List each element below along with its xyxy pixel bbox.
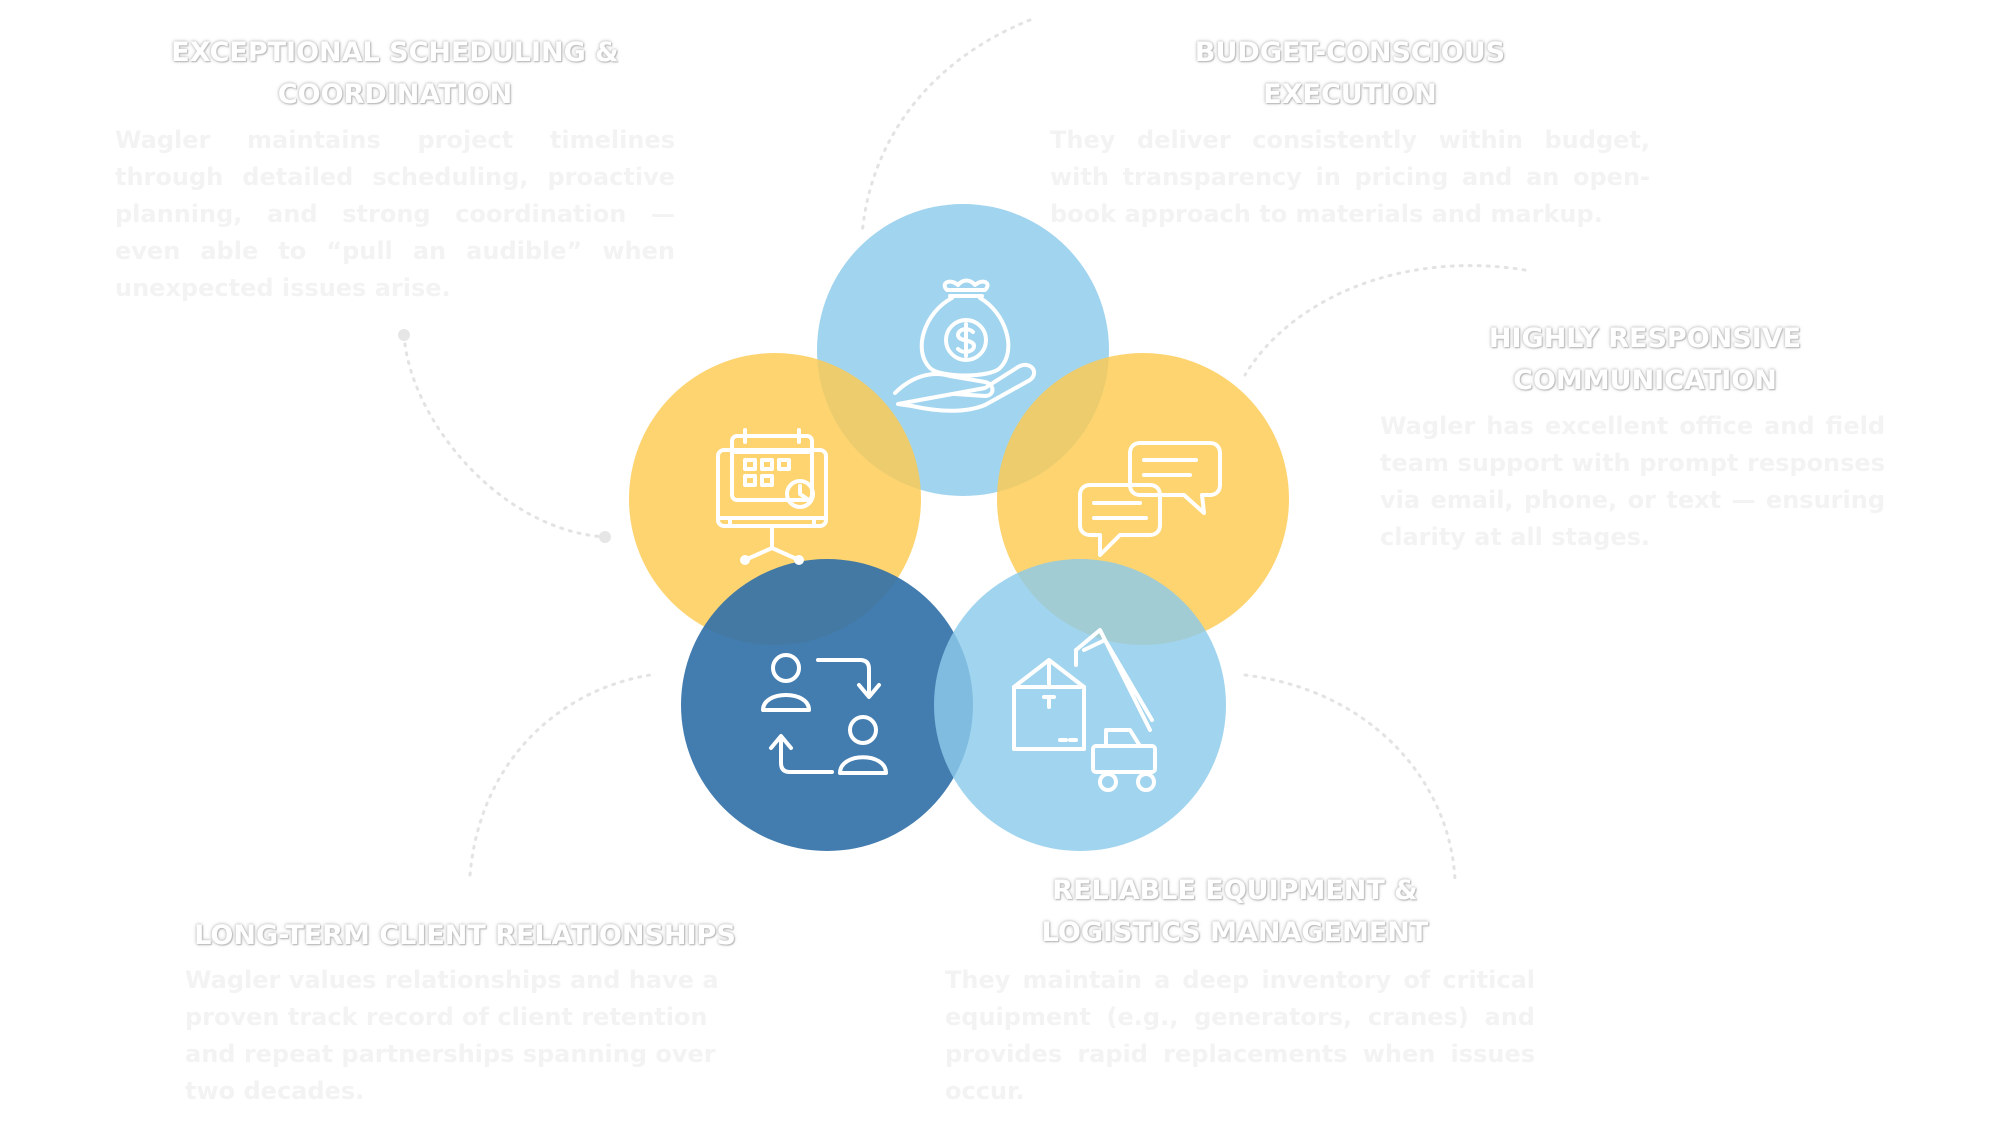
connector-dot-scheduling xyxy=(398,329,410,341)
connector-scheduling xyxy=(402,333,607,539)
crane-truck-icon xyxy=(1012,628,1157,792)
relationships-description: Wagler values relationships and have a p… xyxy=(185,966,719,1105)
equipment-circle xyxy=(934,559,1226,851)
people-exchange-icon xyxy=(761,653,888,775)
equipment-title: Reliable Equipment & Logistics Managemen… xyxy=(1041,875,1429,948)
equipment-description: They maintain a deep inventory of critic… xyxy=(945,966,1535,1105)
money-bag-hand-icon xyxy=(893,278,1037,413)
budget-title: Budget-Conscious Execution xyxy=(1194,37,1506,110)
connector-equipment xyxy=(1243,673,1457,882)
relationships-circle xyxy=(681,559,973,851)
circles xyxy=(629,204,1289,851)
scheduling-description: Wagler maintains project timelines throu… xyxy=(115,126,675,302)
connector-communication xyxy=(1243,264,1527,377)
budget-description: They deliver consistently within budget,… xyxy=(1050,126,1650,228)
connector-dot-scheduling-end xyxy=(599,531,611,543)
relationships-title: Long-Term Client Relationships xyxy=(194,920,736,951)
communication-title: Highly Responsive Communication xyxy=(1488,323,1802,396)
connector-lines xyxy=(402,18,1527,882)
chat-bubbles-icon xyxy=(1078,441,1222,557)
scheduling-title: Exceptional Scheduling & Coordination xyxy=(171,37,619,110)
communication-description: Wagler has excellent office and field te… xyxy=(1380,412,1885,551)
connector-relationships xyxy=(468,673,652,877)
connector-budget xyxy=(860,18,1032,237)
calendar-board-icon xyxy=(716,428,828,565)
